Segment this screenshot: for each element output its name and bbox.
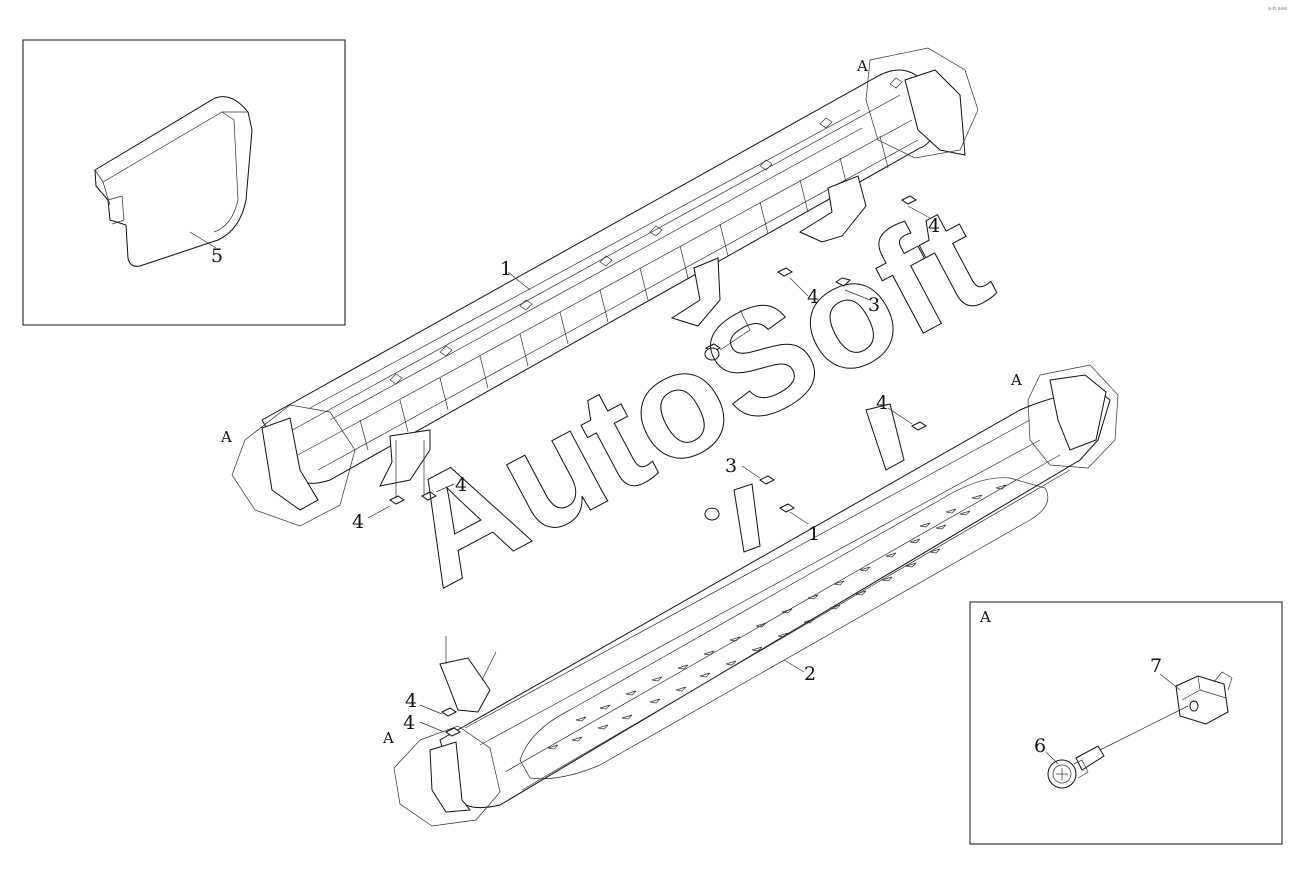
callout-2: 2 bbox=[804, 663, 816, 685]
leader-4-lower-left-b bbox=[419, 721, 445, 733]
clip-nut bbox=[1175, 671, 1233, 725]
leader-4-lower-left-a bbox=[419, 704, 443, 715]
callout-4-lower-top: 4 bbox=[876, 392, 888, 414]
callout-4-upper-left-b: 4 bbox=[455, 474, 467, 496]
inset-end-cap-frame bbox=[22, 39, 346, 326]
inset-end-cap: 5 bbox=[22, 39, 346, 326]
inset-detail-a: A 7 6 bbox=[969, 601, 1283, 845]
detail-label-upper-left: A bbox=[220, 428, 232, 446]
leader-4-lower-top bbox=[887, 407, 913, 425]
callout-4-upper-left-a: 4 bbox=[352, 511, 364, 533]
detail-circle-lower-right bbox=[1027, 364, 1119, 469]
callout-4-upper-right: 4 bbox=[928, 215, 940, 237]
leader-4-upper-right bbox=[907, 205, 931, 219]
leader-3-lower bbox=[741, 465, 761, 479]
upper-running-board bbox=[261, 69, 966, 511]
lower-fasteners bbox=[441, 347, 927, 737]
end-cap-part bbox=[94, 96, 253, 267]
callout-7: 7 bbox=[1150, 655, 1162, 677]
inset-detail-a-frame bbox=[969, 601, 1283, 845]
upper-fasteners bbox=[389, 195, 917, 505]
leader-1-upper bbox=[507, 271, 531, 291]
callout-1-upper: 1 bbox=[500, 258, 512, 280]
callout-4-lower-left-b: 4 bbox=[403, 712, 415, 734]
leader-6 bbox=[1045, 751, 1059, 765]
detail-label-lower-right: A bbox=[1010, 371, 1022, 389]
leader-1-lower bbox=[789, 511, 809, 525]
leader-4-upper-left-b bbox=[435, 483, 455, 493]
detail-a-title: A bbox=[979, 608, 991, 626]
leader-4-upper-mid bbox=[789, 277, 809, 297]
leader-4-upper-left-a bbox=[367, 505, 391, 519]
leader-2 bbox=[783, 659, 805, 673]
detail-circle-upper-left bbox=[231, 404, 356, 527]
detail-circle-upper-right bbox=[865, 47, 979, 159]
callout-4-upper-mid: 4 bbox=[807, 286, 819, 308]
detail-label-upper-right: A bbox=[856, 57, 868, 75]
callout-5: 5 bbox=[211, 245, 223, 267]
callout-4-lower-left-a: 4 bbox=[405, 690, 417, 712]
detail-label-lower-left: A bbox=[382, 729, 394, 747]
callout-3-upper: 3 bbox=[868, 294, 880, 316]
leader-5 bbox=[189, 231, 217, 249]
callout-1-lower: 1 bbox=[808, 523, 820, 545]
screw bbox=[1047, 705, 1189, 789]
callout-3-lower: 3 bbox=[725, 455, 737, 477]
leader-7 bbox=[1159, 673, 1181, 691]
detail-circle-lower-left bbox=[393, 725, 501, 827]
corner-mark: a-b aaa bbox=[1268, 6, 1287, 12]
callout-6: 6 bbox=[1034, 735, 1046, 757]
lower-running-board bbox=[429, 374, 1111, 813]
leader-3-upper bbox=[719, 289, 871, 351]
